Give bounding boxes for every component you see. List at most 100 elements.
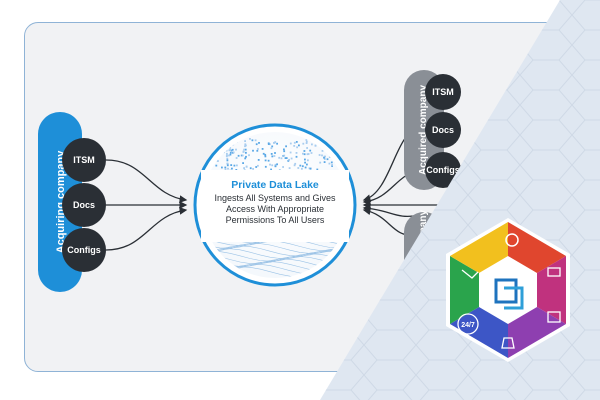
- acquired-itsm-node: [425, 74, 461, 110]
- lake-pixel: [226, 152, 228, 155]
- lake-pixel: [264, 165, 267, 168]
- lake-pixel: [264, 159, 267, 162]
- lake-pixel: [310, 152, 313, 154]
- lake-pixel: [274, 165, 277, 168]
- lake-pixel: [283, 148, 285, 151]
- lake-pixel: [295, 155, 298, 158]
- lake-pixel: [332, 143, 334, 145]
- acquiring-company-label: Acquiring company: [55, 150, 67, 254]
- lake-pixel: [240, 154, 243, 157]
- lake-pixel: [235, 148, 237, 151]
- lake-pixel: [301, 165, 304, 168]
- lake-pixel: [215, 144, 218, 146]
- lake-pixel: [314, 144, 317, 147]
- lake-pixel: [299, 164, 302, 167]
- lake-pixel: [216, 160, 219, 162]
- clock-247-icon: [457, 313, 479, 335]
- lake-pixel: [232, 151, 235, 154]
- lake-pixel: [254, 139, 257, 142]
- lake-pixel: [273, 142, 275, 144]
- lake-pixel: [230, 164, 233, 166]
- lake-pixel: [271, 164, 274, 167]
- lake-pixel: [273, 155, 276, 157]
- acquiring-itsm-node: [62, 138, 106, 182]
- acquired-itsm-label: ITSM: [432, 87, 454, 97]
- lake-pixel: [331, 164, 333, 166]
- lake-pixel: [294, 162, 297, 165]
- lake-pixel: [249, 138, 251, 140]
- acquiring-configs-label: Configs: [67, 245, 101, 255]
- acquiring-docs-label: Docs: [73, 200, 95, 210]
- lake-pixel: [305, 139, 308, 141]
- lake-pixel: [244, 143, 247, 146]
- cube-logo-icon: [494, 278, 518, 304]
- lake-pixel: [226, 162, 229, 165]
- lake-pixel: [269, 143, 271, 146]
- lake-pixel: [229, 153, 232, 156]
- acquired-docs-node: [425, 112, 461, 148]
- lake-pixel: [251, 139, 254, 142]
- lake-pixel: [290, 157, 293, 160]
- acquired-configs-label: Configs: [426, 165, 460, 175]
- lake-pixel: [323, 156, 325, 159]
- lake-pixel: [333, 145, 335, 148]
- lake-pixel: [224, 168, 227, 170]
- lake-pixel: [226, 164, 229, 167]
- acquired-docs-label: Docs: [432, 125, 454, 135]
- lake-pixel: [243, 167, 245, 169]
- lake-pixel: [321, 150, 324, 152]
- lake-pixel: [303, 153, 306, 156]
- lake-pixel: [269, 163, 271, 166]
- lake-pixel: [305, 142, 308, 144]
- acquired-configs-node: [425, 152, 461, 188]
- lake-pixel: [288, 167, 291, 169]
- lake-pixel: [307, 153, 310, 155]
- lake-pixel: [276, 142, 278, 145]
- lake-pixel: [302, 142, 305, 145]
- lake-pixel: [306, 163, 308, 166]
- lake-pixel: [271, 155, 274, 158]
- lake-pixel: [231, 167, 233, 170]
- lake-pixel: [276, 163, 278, 166]
- lake-pixel: [255, 143, 258, 146]
- lake-pixel: [289, 142, 292, 145]
- lake-pixel: [262, 152, 265, 155]
- lake-pixel: [295, 152, 298, 154]
- lake-pixel: [229, 149, 232, 151]
- lake-pixel: [221, 166, 223, 169]
- lake-pixel: [274, 152, 276, 154]
- lake-pixel: [255, 166, 258, 168]
- acquiring-docs-node: [62, 183, 106, 227]
- lake-pixel: [331, 165, 333, 167]
- data-lake-line1: Ingests All Systems and Gives: [214, 193, 336, 203]
- badge-hexagon: 24/7: [446, 218, 570, 362]
- lake-pixel: [235, 157, 238, 159]
- lake-pixel: [264, 155, 267, 158]
- lake-pixel: [293, 145, 296, 147]
- lake-pixel: [217, 143, 219, 145]
- handshake-icon: [461, 269, 479, 279]
- lake-pixel: [334, 138, 337, 141]
- connector-configs-to-lake: [105, 207, 188, 251]
- lake-pixel: [293, 141, 296, 144]
- lake-pixel: [261, 148, 264, 150]
- lake-pixel: [224, 166, 227, 169]
- data-lake-title: Private Data Lake: [231, 179, 319, 191]
- lake-pixel: [293, 164, 296, 167]
- badge-247-text: 24/7: [461, 322, 475, 329]
- lake-pixel: [252, 168, 254, 170]
- lake-pixel: [244, 148, 247, 151]
- lake-pixel: [258, 142, 260, 144]
- lake-pixel: [248, 154, 250, 157]
- lake-pixel: [309, 167, 312, 170]
- lake-pixel: [289, 151, 292, 154]
- lake-pixel: [226, 157, 229, 160]
- hex-grid-pattern: [320, 0, 600, 400]
- lake-pixel: [226, 159, 229, 162]
- lake-pixel: [304, 158, 306, 161]
- lake-pixel: [256, 149, 259, 152]
- lake-pixel: [230, 149, 233, 152]
- lake-pixel: [242, 151, 245, 153]
- lake-pixel: [229, 147, 232, 149]
- data-lake-line2: Access With Appropriate: [226, 204, 324, 214]
